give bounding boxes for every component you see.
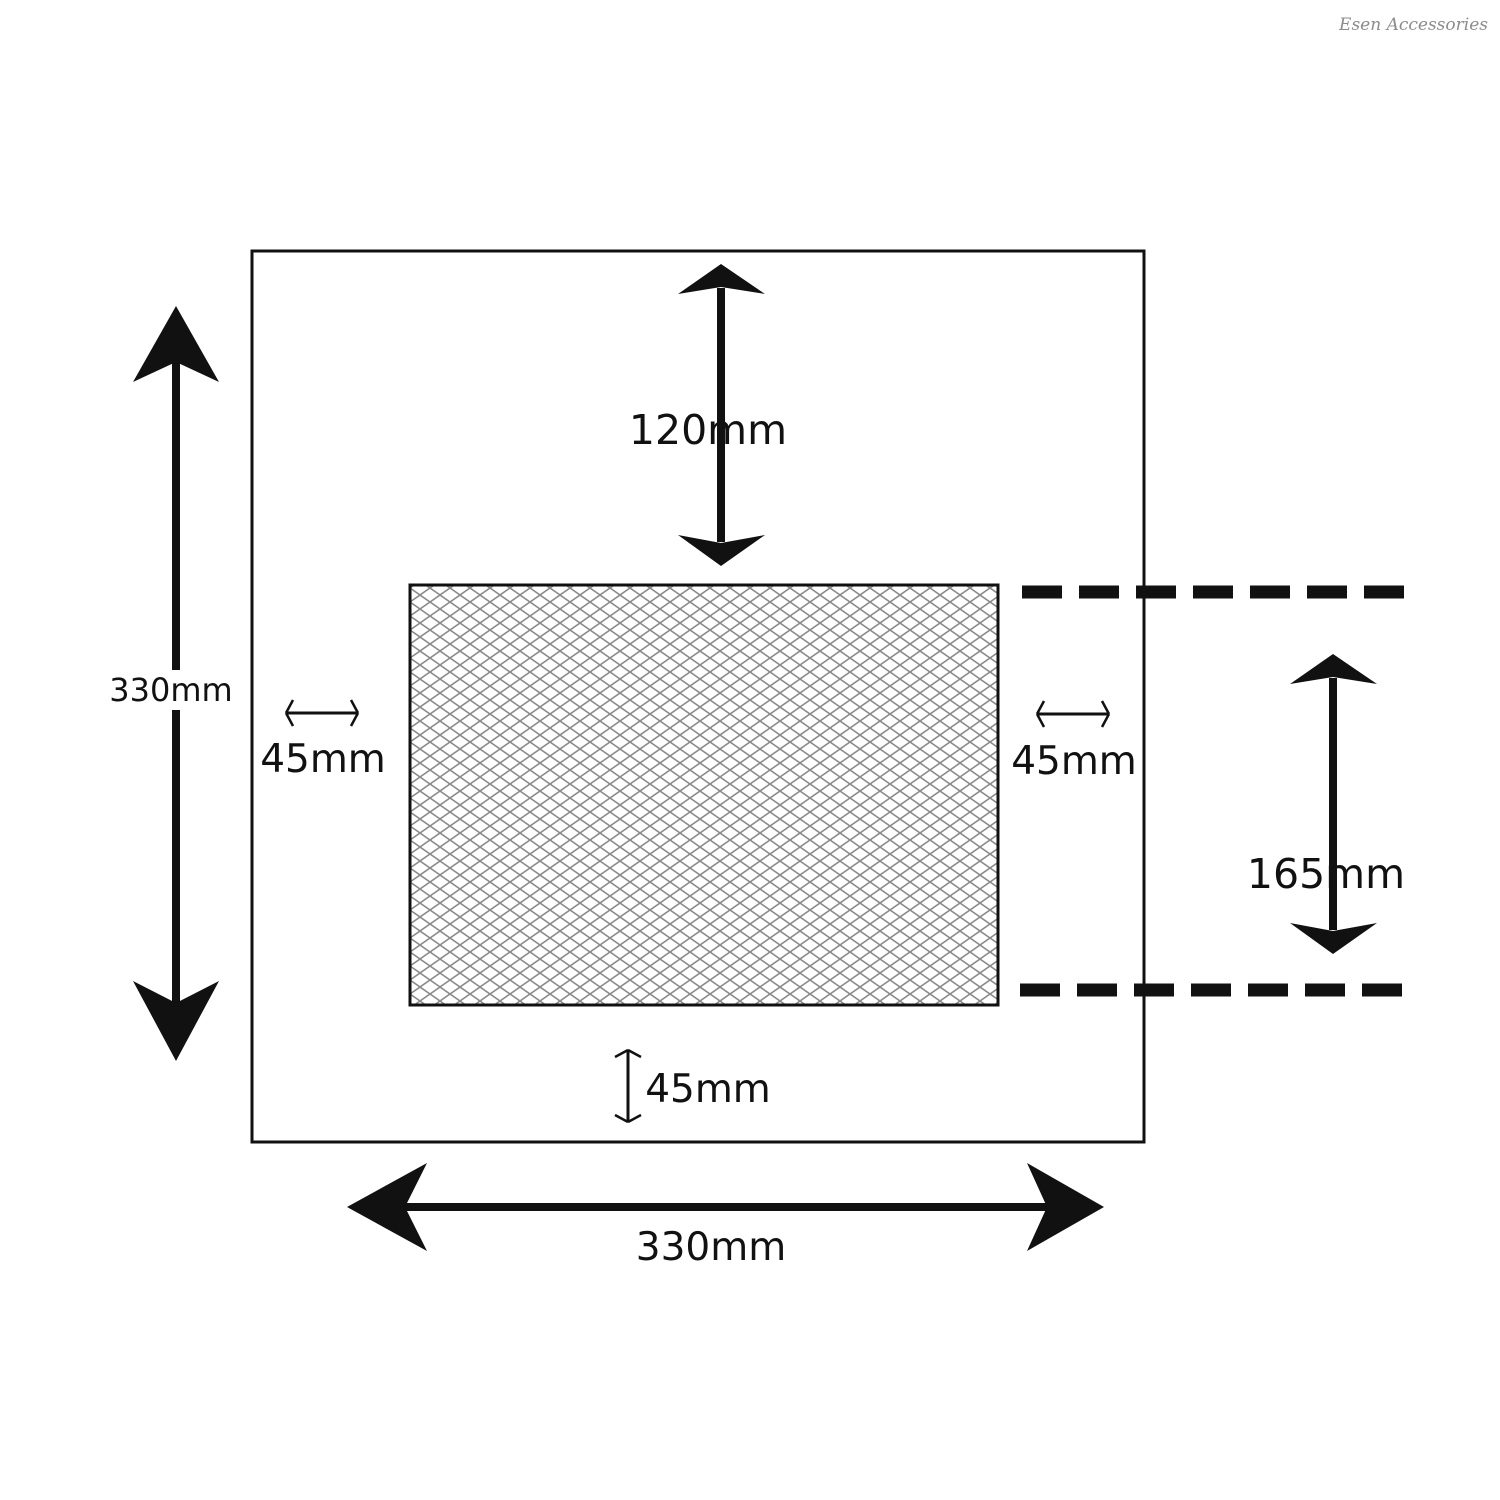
mesh-cutout bbox=[408, 583, 1000, 1007]
right-margin-label: 45mm bbox=[1011, 739, 1137, 784]
bottom-margin-arrow bbox=[614, 1048, 642, 1124]
top-margin-arrow bbox=[678, 264, 765, 566]
left-margin-arrow bbox=[284, 699, 360, 727]
mesh-height-arrow bbox=[1290, 654, 1377, 954]
right-margin-arrow bbox=[1035, 700, 1111, 728]
outer-height-label: 330mm bbox=[109, 671, 232, 709]
outer-width-arrow bbox=[347, 1163, 1104, 1251]
watermark-text: Esen Accessories bbox=[1338, 15, 1488, 35]
top-margin-label: 120mm bbox=[629, 406, 787, 454]
outer-panel bbox=[250, 249, 1146, 1144]
left-margin-label: 45mm bbox=[260, 737, 386, 782]
mesh-height-label: 165mm bbox=[1247, 850, 1405, 898]
outer-width-label: 330mm bbox=[636, 1225, 786, 1270]
bottom-margin-label: 45mm bbox=[645, 1067, 771, 1112]
